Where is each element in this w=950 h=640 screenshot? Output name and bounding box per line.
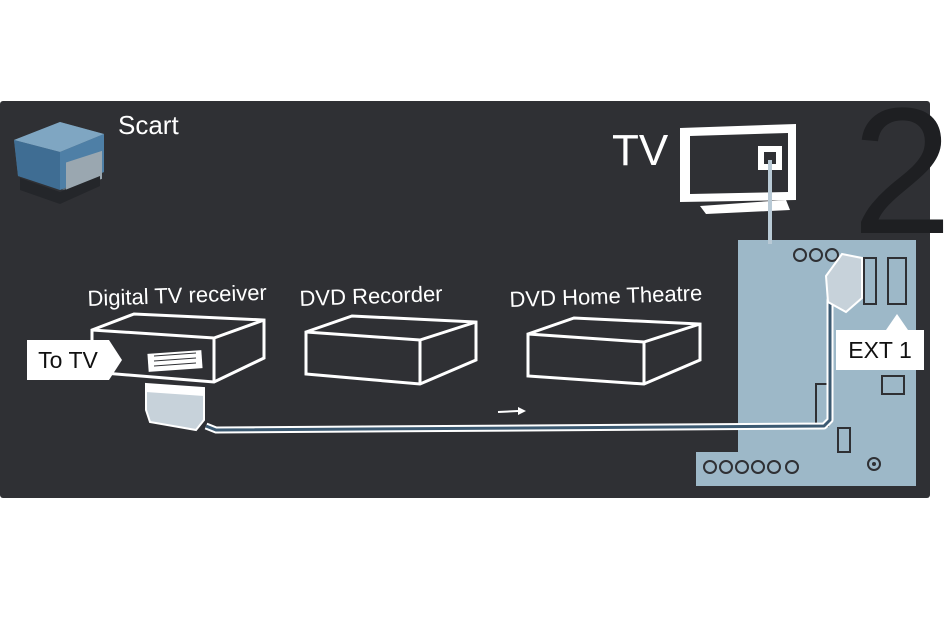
step-number: 2 <box>852 82 950 262</box>
ext1-label: EXT 1 <box>836 330 924 370</box>
dvd-home-theatre-box <box>528 318 700 384</box>
to-tv-callout: To TV <box>27 340 122 380</box>
dvd-recorder-label: DVD Recorder <box>299 281 443 312</box>
to-tv-label: To TV <box>27 340 109 380</box>
ext1-callout: EXT 1 <box>836 312 924 370</box>
tv-label: TV <box>612 126 668 176</box>
scart-plug-icon <box>14 122 104 204</box>
tv-icon <box>680 124 796 214</box>
direction-arrow-icon <box>498 407 526 415</box>
scart-label: Scart <box>118 110 179 141</box>
dvd-recorder-box <box>306 316 476 384</box>
